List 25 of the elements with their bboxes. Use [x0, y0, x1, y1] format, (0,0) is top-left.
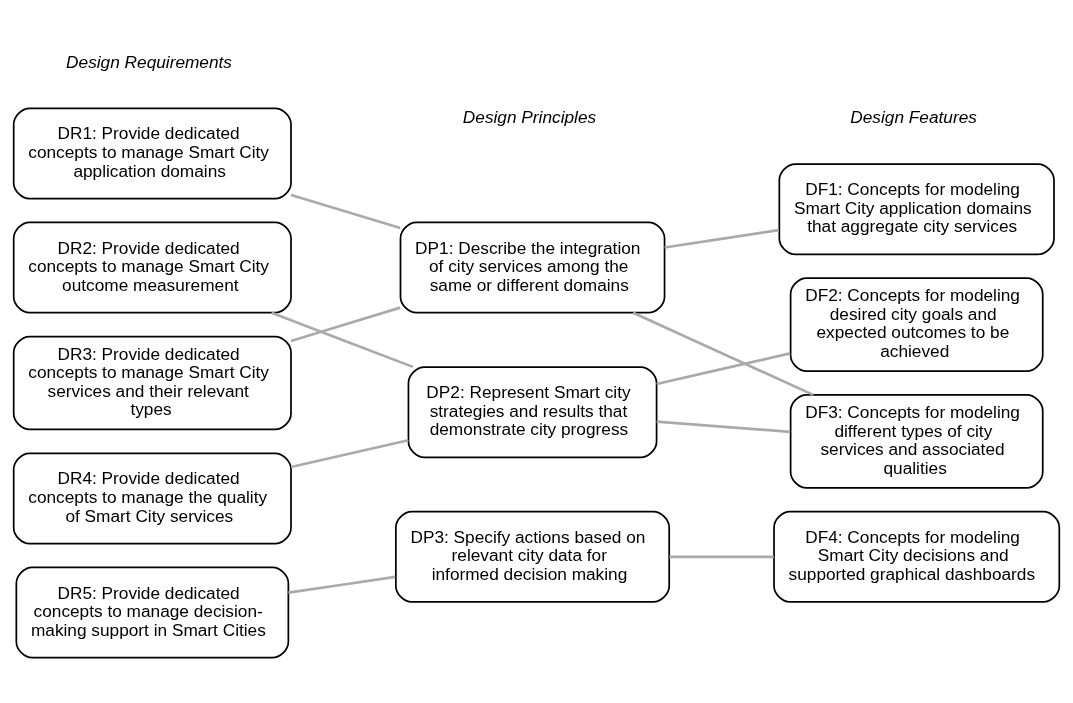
connector — [271, 311, 414, 369]
label: Design Principles — [462, 107, 597, 128]
node-box: DF1: Concepts for modeling Smart City application domains that aggregate city services — [778, 163, 1055, 256]
connector — [290, 193, 401, 230]
connector — [290, 439, 409, 469]
node-box: DP3: Specify actions based on relevant city data for informed decision making — [394, 510, 671, 603]
node-box: DF3: Concepts for modeling different types of city services and associated qualities — [789, 394, 1044, 489]
node-box: DR1: Provide dedicated concepts to manage Smart City application domains — [12, 107, 292, 200]
node-box: DP2: Represent Smart city strategies and results that demonstrate city progress — [407, 366, 658, 459]
connector — [290, 306, 401, 343]
node-box: DR4: Provide dedicated concepts to manage the quality of Smart City services — [12, 452, 292, 545]
connector — [288, 575, 396, 594]
label: Design Requirements — [66, 51, 232, 72]
label: Design Features — [850, 107, 977, 128]
node-box: DR5: Provide dedicated concepts to manage decision-making support in Smart Cities — [15, 566, 290, 659]
node-box: DF4: Concepts for modeling Smart City decisions and supported graphical dashboards — [773, 510, 1061, 603]
connector — [656, 420, 791, 434]
node-box: DR2: Provide dedicated concepts to manage Smart City outcome measurement — [12, 221, 292, 314]
connector — [664, 228, 780, 249]
node-box: DR3: Provide dedicated concepts to manage Smart City services and their relevant types — [12, 335, 292, 431]
connector — [669, 555, 774, 559]
connector — [632, 311, 814, 397]
node-box: DP1: Describe the integration of city services among the same or different domains — [399, 221, 666, 314]
connector — [656, 352, 791, 386]
node-box: DF2: Concepts for modeling desired city goals and expected outcomes to be achieved — [789, 277, 1044, 372]
